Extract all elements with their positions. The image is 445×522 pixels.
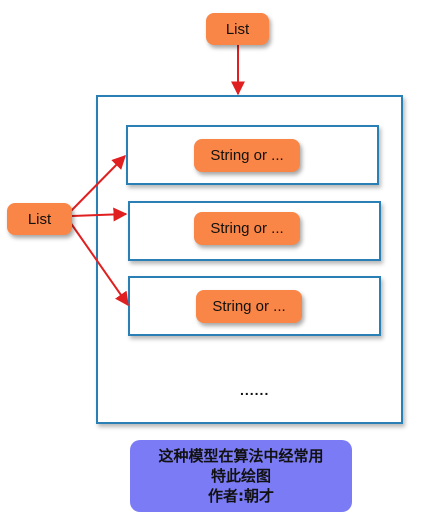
more-items-ellipsis: ...... [240, 382, 270, 398]
caption-line-1: 这种模型在算法中经常用 [158, 447, 324, 465]
left-list-label: List [27, 210, 52, 228]
caption-box: 这种模型在算法中经常用 特此绘图 作者:朝才 [130, 440, 352, 512]
caption-line-3: 作者:朝才 [208, 487, 274, 505]
arrow-list-to-item-3 [69, 221, 129, 307]
left-list-node: List [7, 203, 72, 235]
string-node-3: String or ... [196, 290, 302, 323]
top-list-node: List [206, 13, 269, 45]
string-node-2: String or ... [194, 212, 300, 245]
arrow-list-to-item-1 [69, 155, 126, 213]
string-node-label: String or ... [212, 298, 286, 315]
string-node-label: String or ... [210, 220, 284, 237]
string-node-1: String or ... [194, 139, 300, 172]
top-list-label: List [225, 20, 250, 38]
caption-line-2: 特此绘图 [210, 467, 271, 485]
arrow-list-to-item-2 [71, 207, 128, 222]
string-node-label: String or ... [210, 147, 284, 164]
